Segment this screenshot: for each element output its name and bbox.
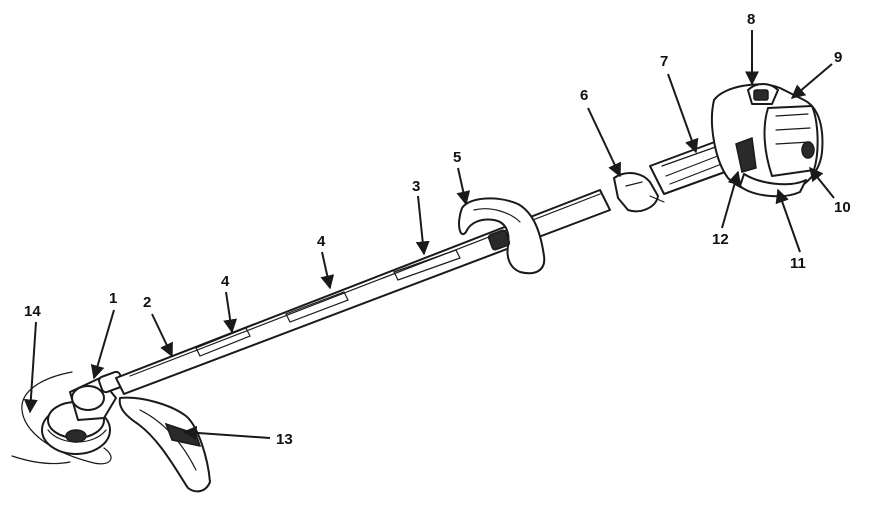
throttle-housing [613,172,665,213]
gear-head [69,370,124,421]
cutting-line [11,371,112,465]
callout-12: 12 [712,231,729,248]
engine [711,83,824,198]
callout-4-left: 4 [221,273,230,290]
callout-14: 14 [24,303,41,320]
debris-shield [118,396,211,493]
callout-7: 7 [660,53,668,70]
callout-4-right: 4 [317,233,326,250]
callout-9: 9 [834,49,842,66]
drive-shaft [115,189,611,395]
callout-8: 8 [747,11,755,28]
leader-lines [23,30,835,440]
callout-1: 1 [109,290,117,307]
callout-2: 2 [143,294,151,311]
callout-13: 13 [276,431,293,448]
assist-handle [458,197,546,275]
callout-5: 5 [453,149,461,166]
callout-11: 11 [790,255,806,272]
cutting-head [41,401,111,455]
callout-6: 6 [580,87,588,104]
callout-10: 10 [834,199,851,216]
callout-3: 3 [412,178,420,195]
